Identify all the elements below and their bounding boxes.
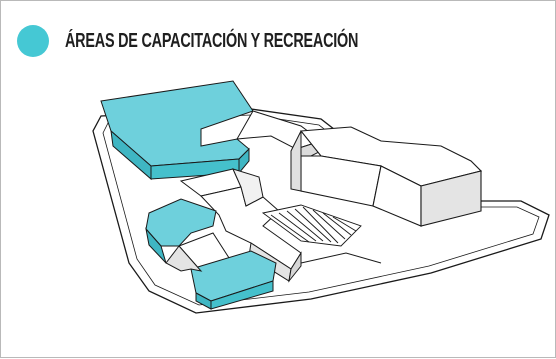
training-block-north (100, 80, 254, 181)
training-block-south (145, 198, 277, 310)
circle-marker-icon (17, 25, 49, 57)
walkway-south (300, 252, 382, 264)
stair-ramp (261, 204, 362, 247)
recreation-block-east (290, 126, 483, 227)
section-title: ÁREAS DE CAPACITACIÓN Y RECREACIÓN (65, 29, 359, 52)
section-header: ÁREAS DE CAPACITACIÓN Y RECREACIÓN (17, 25, 472, 57)
